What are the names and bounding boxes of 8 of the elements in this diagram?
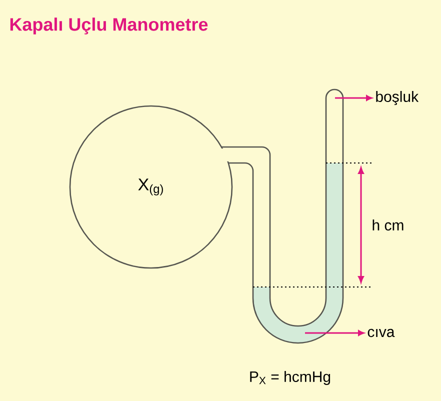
arrow (305, 330, 364, 336)
formula-label: P$_{X}$ = hcmHg (250, 371, 330, 385)
dimension-label: h cm (372, 220, 404, 230)
title: Kapalı Uçlu Manometre (10, 18, 208, 34)
arrow (335, 95, 372, 101)
part-label: boşluk (376, 90, 419, 106)
gas-bulb: X$_{(g)}$ (69, 105, 233, 269)
part-label: cıva (368, 328, 395, 338)
